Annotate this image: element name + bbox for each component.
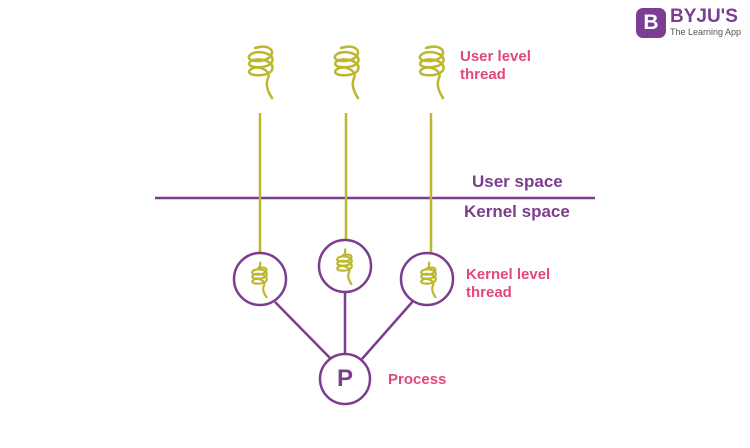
connector-kt3-process — [361, 299, 415, 360]
kernel-thread-spiral-icon-3 — [419, 261, 437, 299]
kernel-level-thread-label: Kernel level thread — [466, 266, 550, 302]
connector-kt1-process — [274, 301, 332, 360]
user-level-thread-label-line-2: thread — [460, 66, 506, 83]
process-circle — [318, 352, 372, 406]
user-level-thread-label-line-1: User level — [460, 48, 531, 65]
process-symbol: P — [336, 365, 353, 392]
kernel-level-thread-label-line-1: Kernel level — [466, 266, 551, 283]
user-thread-spiral-icon-1 — [247, 45, 274, 100]
kernel-thread-spiral-icon-2 — [335, 248, 353, 286]
user-thread-spiral-icon-3 — [418, 45, 445, 100]
user-space-label: User space — [472, 172, 563, 191]
kernel-thread-spiral-icon-1 — [250, 261, 268, 299]
byjus-logo-badge-icon: B — [636, 8, 666, 38]
kernel-level-thread-label-line-2: thread — [466, 284, 512, 301]
process-label: Process — [388, 371, 447, 388]
user-thread-spiral-icon-2 — [333, 45, 360, 100]
byjus-logo-name: BYJU'S — [670, 6, 738, 27]
kernel-space-label: Kernel space — [464, 202, 570, 221]
byjus-logo-tagline: The Learning App — [670, 27, 742, 37]
user-level-thread-label: User level thread — [460, 48, 531, 84]
